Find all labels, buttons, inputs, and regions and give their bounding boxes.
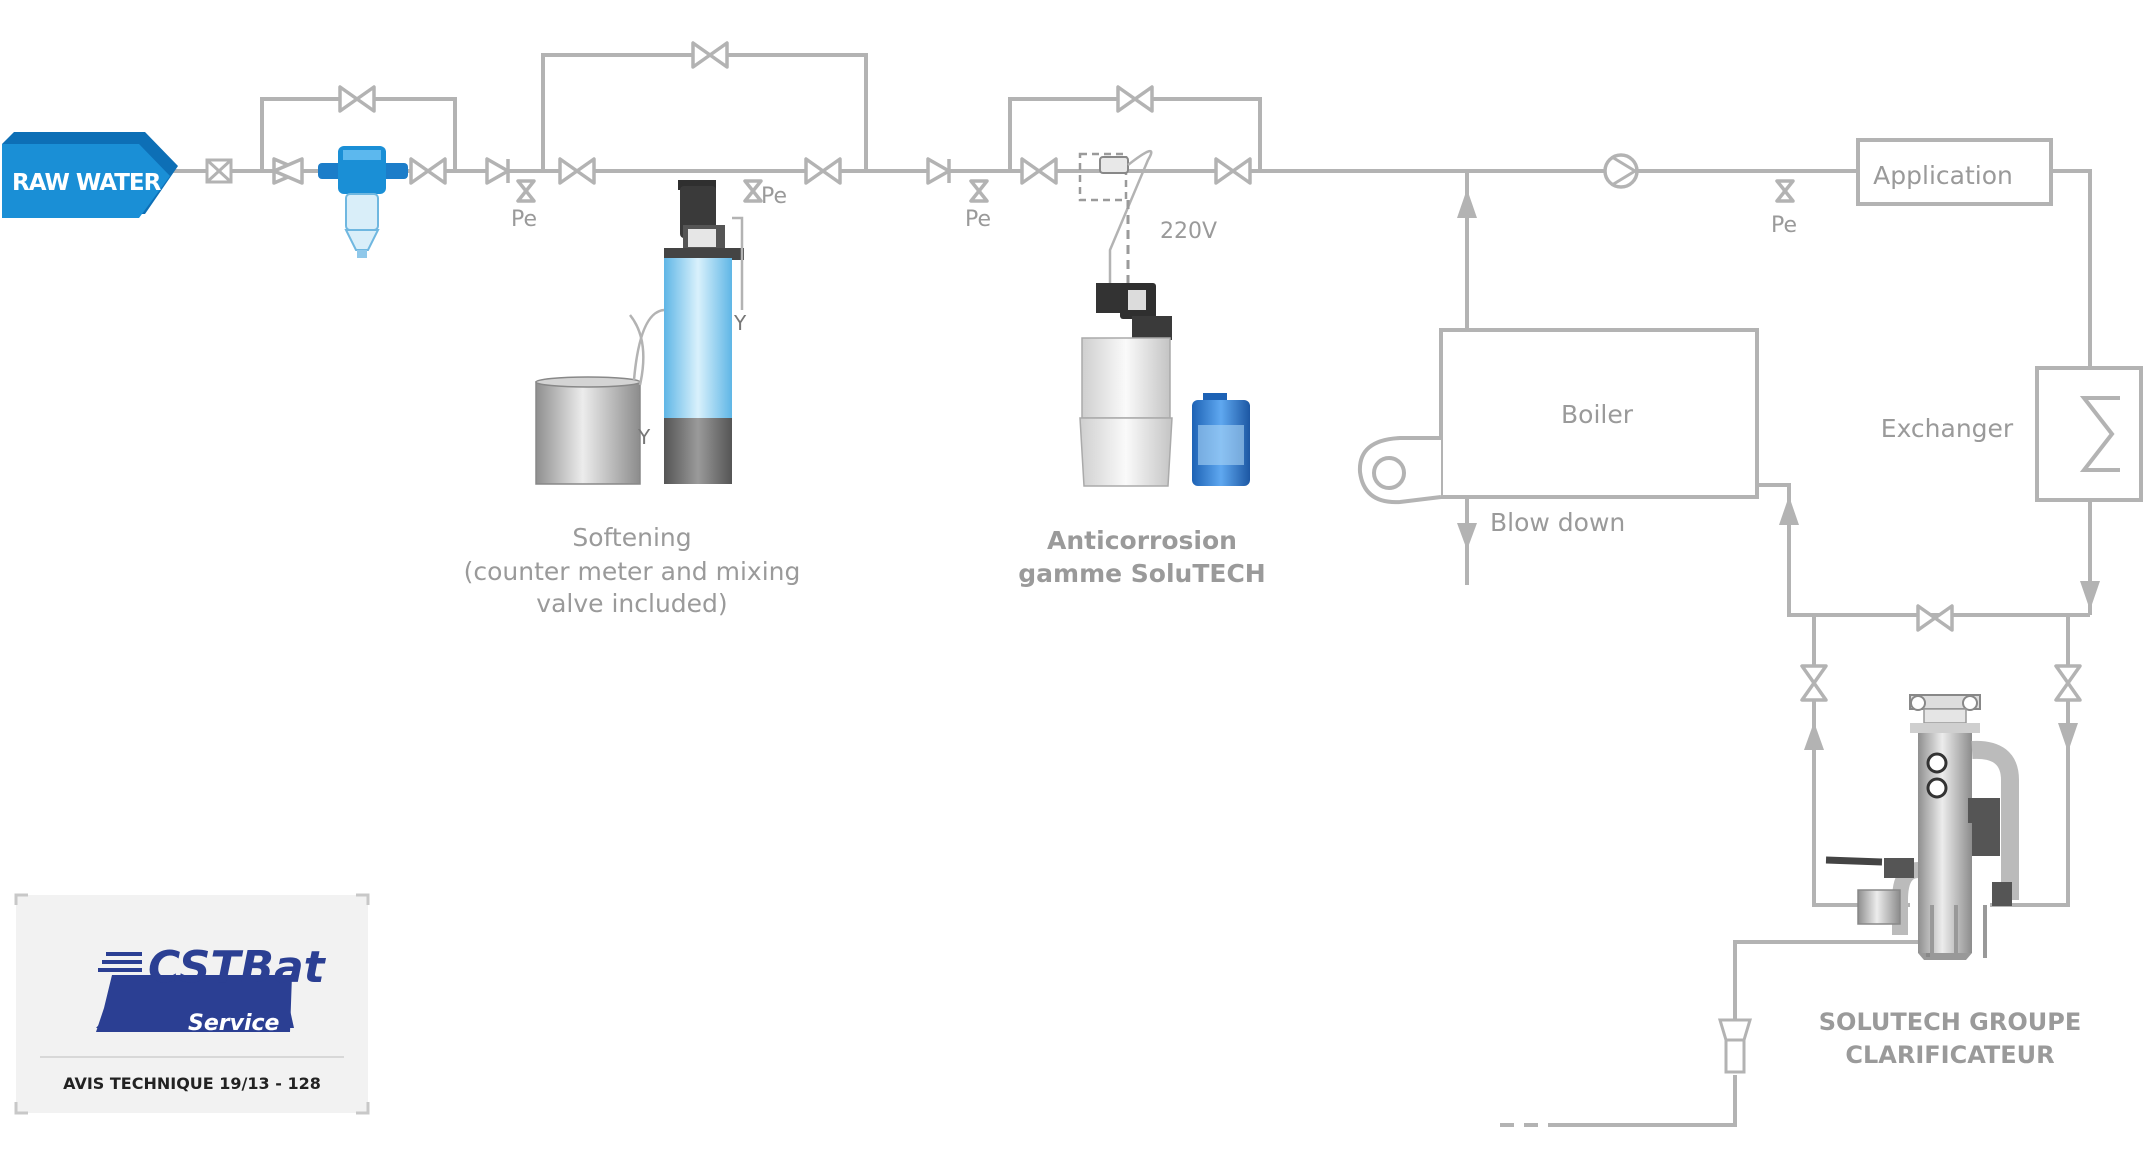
pressure-label: Pe bbox=[511, 207, 537, 232]
certification-badge: CSTBat Service AVIS TECHNIQUE 19/13 - 12… bbox=[14, 893, 370, 1115]
clarifier-unit bbox=[1825, 694, 2019, 960]
anticorrosion-unit bbox=[1078, 150, 1250, 487]
pressure-points: Pe Pe Pe Pe bbox=[511, 179, 1797, 238]
pressure-label: Pe bbox=[761, 184, 787, 209]
softening-caption-1: Softening bbox=[572, 523, 691, 552]
anticorrosion-caption-2: gamme SoluTECH bbox=[1018, 559, 1265, 588]
softening-caption-2: (counter meter and mixing bbox=[464, 557, 801, 586]
voltage-label: 220V bbox=[1160, 219, 1217, 244]
isolation-valve-icon bbox=[205, 158, 233, 184]
raw-water-source: RAW WATER bbox=[2, 132, 178, 218]
clarifier-caption-2: CLARIFICATEUR bbox=[1845, 1041, 2054, 1069]
exchanger-label: Exchanger bbox=[1881, 414, 2014, 443]
main-pipeline bbox=[172, 53, 2092, 1127]
anticorrosion-caption-1: Anticorrosion bbox=[1047, 526, 1237, 555]
softener-unit: Y Y bbox=[535, 180, 747, 485]
pressure-label: Pe bbox=[1771, 213, 1797, 238]
flow-arrows bbox=[1457, 189, 2100, 752]
cstbat-logo: CSTBat Service bbox=[96, 942, 327, 1036]
valve-icon bbox=[272, 157, 304, 185]
svg-text:Y: Y bbox=[733, 311, 747, 335]
prefilter-icon bbox=[318, 146, 408, 258]
gate-valves bbox=[272, 41, 2082, 702]
check-valves bbox=[485, 157, 951, 185]
certification-text: AVIS TECHNIQUE 19/13 - 128 bbox=[63, 1074, 321, 1093]
pump-icon bbox=[1603, 153, 1639, 189]
pressure-label: Pe bbox=[965, 207, 991, 232]
clarifier-caption-1: SOLUTECH GROUPE bbox=[1819, 1008, 2082, 1036]
application-box bbox=[1856, 138, 2053, 206]
application-label: Application bbox=[1873, 161, 2013, 190]
boiler bbox=[1357, 328, 1759, 505]
blowdown-label: Blow down bbox=[1490, 508, 1625, 537]
boiler-label: Boiler bbox=[1561, 400, 1634, 429]
drain-funnel-icon bbox=[1717, 1018, 1753, 1074]
svg-text:CSTBat: CSTBat bbox=[148, 942, 327, 993]
softening-caption-3: valve included) bbox=[536, 589, 727, 618]
svg-text:Y: Y bbox=[637, 425, 651, 449]
svg-text:Service: Service bbox=[188, 1011, 280, 1036]
raw-water-label: RAW WATER bbox=[12, 170, 162, 196]
exchanger-icon bbox=[2035, 366, 2143, 502]
